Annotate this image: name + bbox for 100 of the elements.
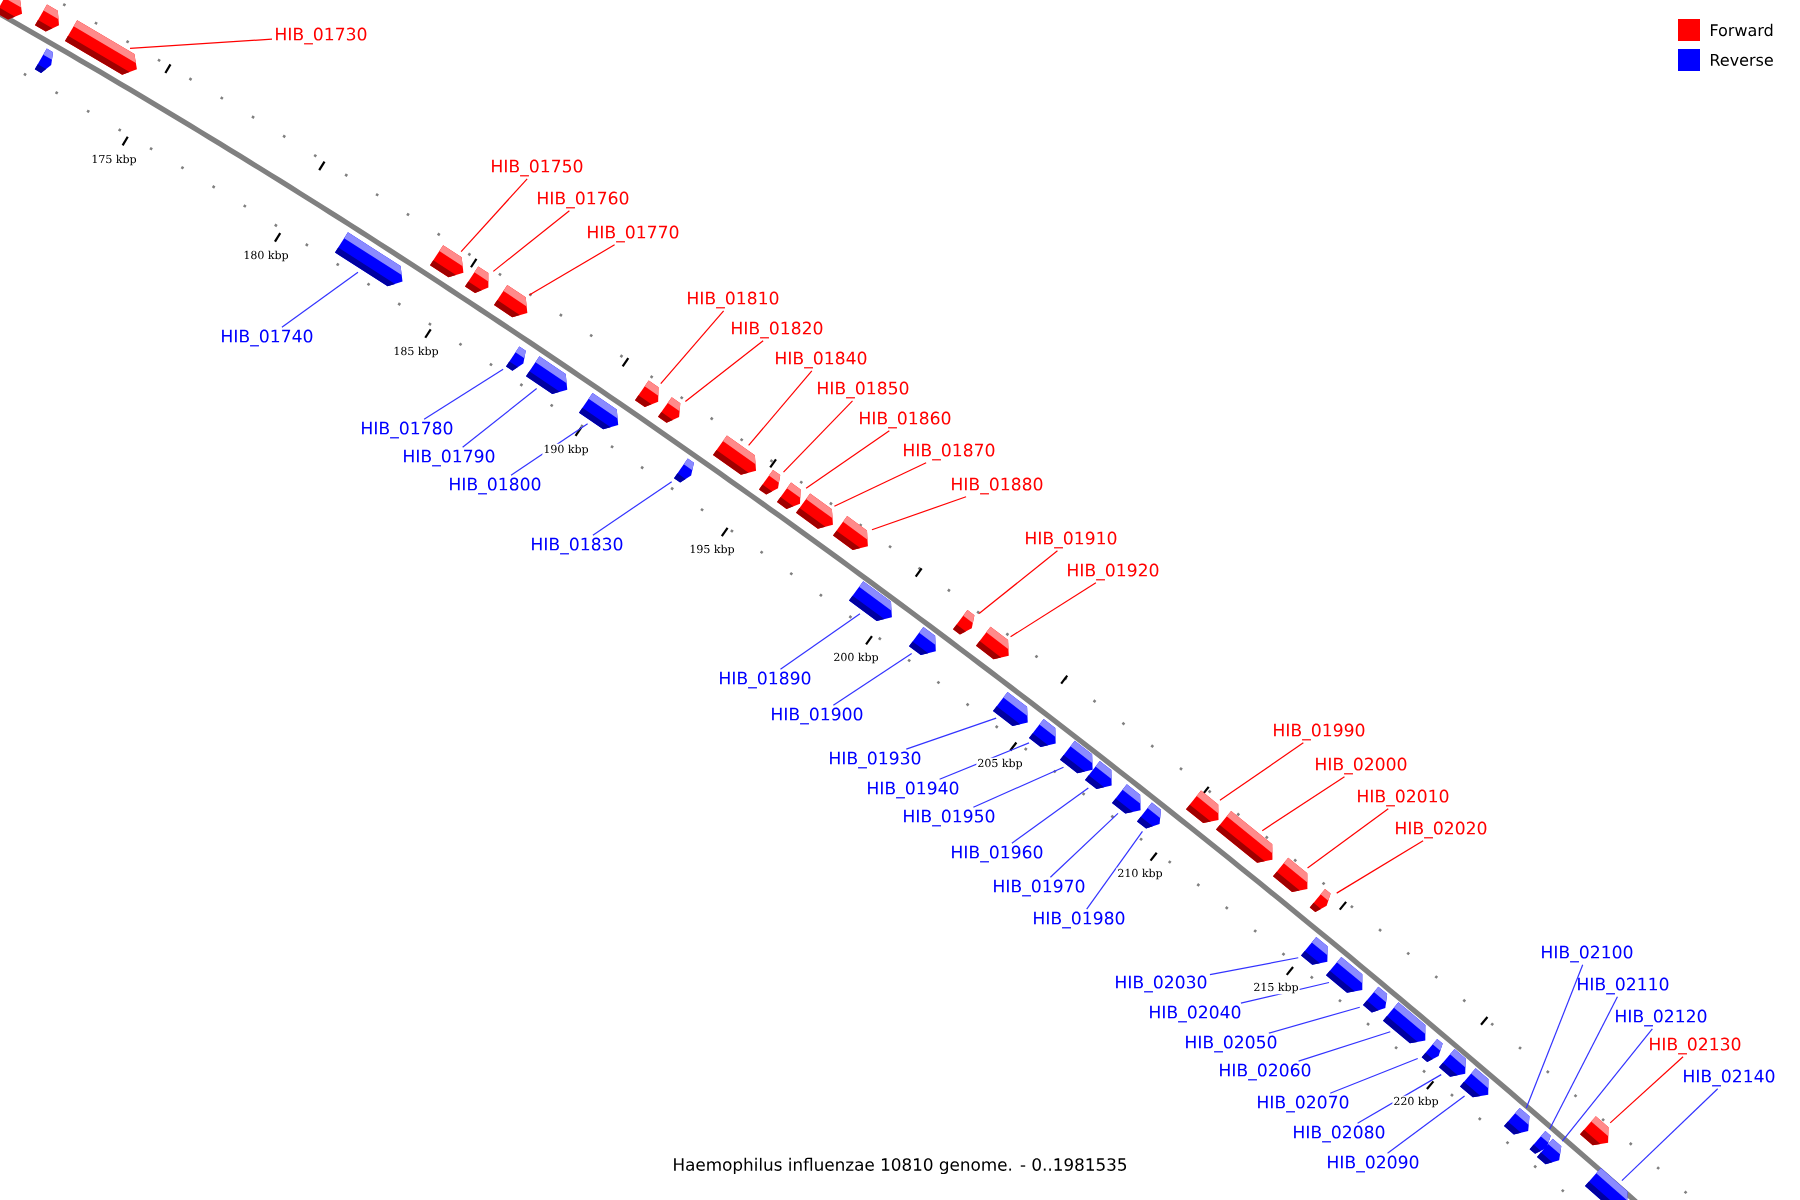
gene-block xyxy=(833,516,868,550)
leader-line xyxy=(905,717,997,750)
leader-line xyxy=(1086,830,1144,910)
leader-line xyxy=(492,210,570,272)
legend-label: Forward xyxy=(1711,23,1773,37)
leader-line xyxy=(1329,1057,1419,1094)
legend-label: Reverse xyxy=(1711,54,1773,66)
gene-label: HIB_01910 xyxy=(1026,531,1117,549)
gene-label: HIB_02010 xyxy=(1358,789,1449,807)
gene-block xyxy=(849,581,892,621)
gene-label: HIB_02060 xyxy=(1220,1063,1311,1081)
gene-label: HIB_01770 xyxy=(588,225,679,243)
gene-block xyxy=(34,48,54,73)
gene-block xyxy=(777,482,801,509)
leader-line xyxy=(510,423,589,476)
gene-block xyxy=(635,380,659,407)
gene-label: HIB_02130 xyxy=(1650,1037,1741,1055)
gene-label: HIB_01790 xyxy=(404,449,495,467)
leader-line xyxy=(660,310,725,385)
gene-block xyxy=(796,493,833,529)
gene-block xyxy=(1216,810,1273,863)
gene-block xyxy=(1585,1168,1628,1200)
leader-line xyxy=(748,370,813,447)
leader-line xyxy=(423,368,504,420)
leader-line xyxy=(805,430,890,489)
gene-label: HIB_01950 xyxy=(904,809,995,827)
leader-line xyxy=(1268,1006,1361,1034)
leader-line xyxy=(782,400,854,473)
gene-block xyxy=(1460,1068,1489,1098)
gene-label: HIB_01760 xyxy=(538,191,629,209)
gene-block xyxy=(35,4,59,32)
leader-line xyxy=(1386,1095,1466,1154)
gene-label: HIB_01960 xyxy=(952,845,1043,863)
gene-block xyxy=(1137,802,1161,829)
gene-block xyxy=(1186,790,1219,824)
leader-line xyxy=(1609,1056,1684,1124)
gene-label: HIB_01780 xyxy=(362,421,453,439)
gene-block xyxy=(1085,761,1112,789)
gene-block xyxy=(1301,937,1328,965)
gene-label: HIB_01840 xyxy=(776,351,867,369)
gene-block xyxy=(1537,1138,1562,1165)
gene-block xyxy=(993,691,1028,726)
gene-label: HIB_02000 xyxy=(1316,757,1407,775)
gene-block xyxy=(713,435,757,475)
gene-block xyxy=(1029,719,1056,747)
gene-block xyxy=(1060,740,1093,774)
gene-block xyxy=(1421,1038,1443,1062)
gene-block xyxy=(65,20,137,75)
gene-label: HIB_02100 xyxy=(1542,945,1633,963)
gene-label: HIB_01820 xyxy=(732,321,823,339)
gene-label: HIB_01730 xyxy=(276,27,367,45)
gene-label: HIB_02080 xyxy=(1294,1125,1385,1143)
gene-label: HIB_01940 xyxy=(868,781,959,799)
leader-line xyxy=(1009,582,1097,638)
gene-block xyxy=(674,458,694,483)
leader-line xyxy=(939,742,1030,780)
leader-line xyxy=(1298,1031,1391,1062)
gene-label: HIB_01880 xyxy=(952,477,1043,495)
gene-block xyxy=(1439,1049,1466,1077)
gene-label: HIB_02070 xyxy=(1258,1095,1349,1113)
gene-label: HIB_02020 xyxy=(1396,821,1487,839)
leader-line xyxy=(832,652,913,706)
leader-line xyxy=(972,766,1065,808)
gene-block xyxy=(579,393,619,430)
leader-line xyxy=(833,462,927,507)
gene-block xyxy=(335,232,403,287)
gene-label: HIB_01810 xyxy=(688,291,779,309)
gene-block xyxy=(465,266,489,294)
gene-block xyxy=(430,245,464,278)
gene-block xyxy=(1580,1116,1609,1146)
leader-line xyxy=(1011,787,1089,844)
gene-block xyxy=(658,397,681,423)
gene-label: HIB_01900 xyxy=(772,707,863,725)
gene-label: HIB_01990 xyxy=(1274,723,1365,741)
gene-label: HIB_02090 xyxy=(1328,1155,1419,1173)
leader-line xyxy=(684,340,764,403)
leader-line xyxy=(129,38,273,49)
gene-block xyxy=(909,627,936,656)
gene-label: HIB_01860 xyxy=(860,411,951,429)
gene-block xyxy=(759,469,781,495)
leader-line xyxy=(1049,812,1119,878)
leader-line xyxy=(779,613,861,670)
leader-line xyxy=(592,481,673,536)
gene-block xyxy=(494,285,528,318)
gene-block xyxy=(1309,888,1331,912)
gene-label: HIB_01750 xyxy=(492,159,583,177)
gene-label: HIB_01800 xyxy=(450,477,541,495)
gene-label: HIB_02120 xyxy=(1616,1009,1707,1027)
gene-label: HIB_01890 xyxy=(720,671,811,689)
leader-line xyxy=(1525,964,1584,1109)
leader-line xyxy=(462,387,538,448)
gene-block xyxy=(1326,956,1363,993)
leader-line xyxy=(460,178,528,253)
gene-block xyxy=(1273,857,1308,892)
caption: Haemophilus influenzae 10810 genome. - 0..1981535 xyxy=(674,1157,1127,1175)
gene-block xyxy=(953,610,975,635)
gene-block xyxy=(1504,1107,1530,1135)
gene-block xyxy=(976,626,1009,660)
gene-block xyxy=(1383,1002,1426,1044)
leader-line xyxy=(1261,776,1346,832)
